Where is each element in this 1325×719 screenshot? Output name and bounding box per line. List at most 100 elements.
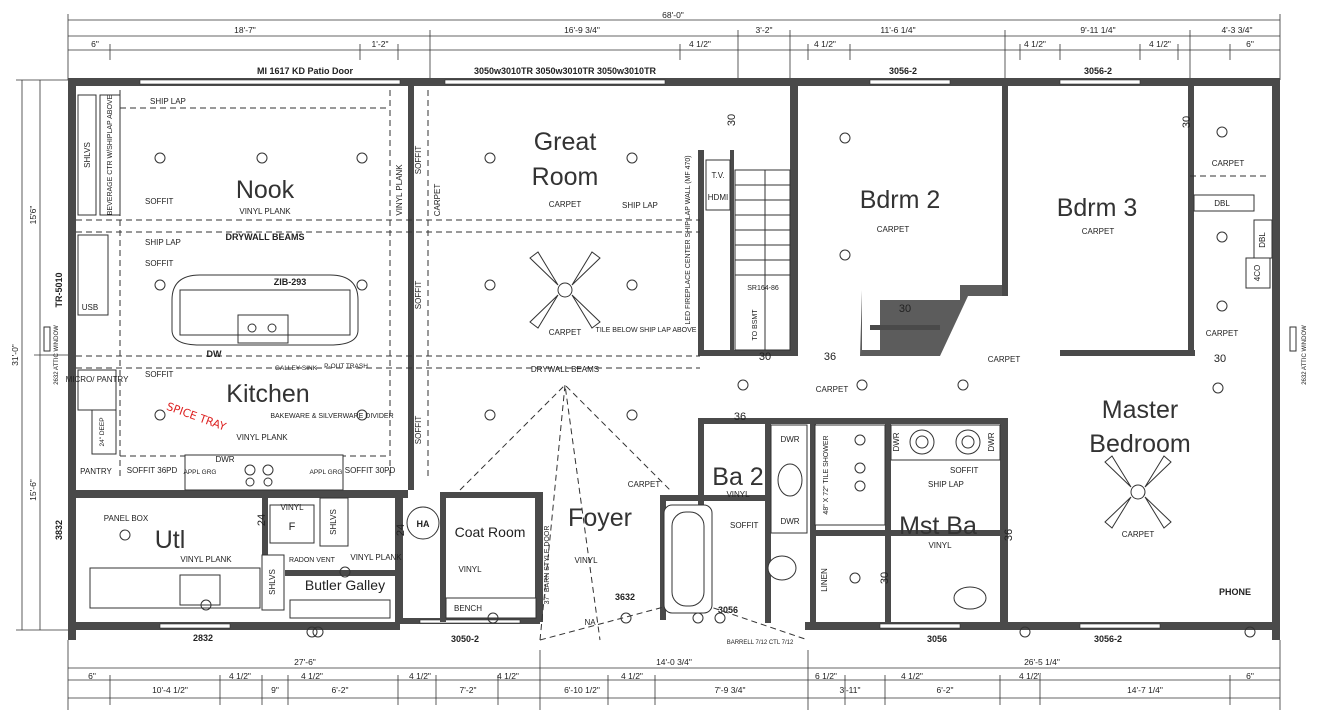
soffit-30-label: SOFFIT 30PD xyxy=(345,466,396,475)
shelves-label: SHLVS xyxy=(83,142,92,168)
utility-fixtures: PANEL BOX 24 F VINYL SHLVS SHLVS RADON V… xyxy=(89,497,551,619)
ceiling-light-icon xyxy=(356,409,368,421)
drywall-beams-1: DRYWALL BEAMS xyxy=(225,232,304,242)
dim-top-s2: 1'-2" xyxy=(372,39,389,49)
dim-top-5: 9'-11 1/4" xyxy=(1080,25,1115,35)
ship-lap-3: SHIP LAP xyxy=(622,201,658,210)
nook-floor: VINYL PLANK xyxy=(239,207,291,216)
soffit-mst: SOFFIT xyxy=(950,466,979,475)
deep-label: 24" DEEP xyxy=(99,417,106,446)
bdrm2-window-label: 3056-2 xyxy=(889,66,917,76)
room-labels: Nook Great Room Bdrm 2 Bdrm 3 Kitchen Ma… xyxy=(155,128,1191,593)
kitchen-floor: VINYL PLANK xyxy=(236,433,288,442)
ceiling-light-icon xyxy=(839,249,851,261)
ceiling-light-icon xyxy=(154,409,166,421)
dim-bottom-c7: 4 1/2" xyxy=(409,671,431,681)
dim-bottom-c11: 4 1/2" xyxy=(621,671,643,681)
door-36-a: 36 xyxy=(824,351,836,363)
bath-window-label: 3056 xyxy=(718,605,738,615)
room-master-1: Master xyxy=(1102,396,1178,424)
dbl-label: DBL xyxy=(1214,199,1230,208)
great-room-fixtures: T.V. HDMI LED FIREPLACE CENTER SHIP LAP … xyxy=(529,114,836,363)
galley-sink-label: GALLEY SINK xyxy=(275,365,318,372)
stair-label: SR164-86 xyxy=(747,285,779,292)
room-ba2: Ba 2 xyxy=(712,463,763,491)
room-bdrm2: Bdrm 2 xyxy=(860,186,941,214)
ceiling-light-icon xyxy=(356,152,368,164)
ha-label: HA xyxy=(417,519,430,529)
dim-bottom-c19: 6" xyxy=(1246,671,1254,681)
bakeware-label: BAKEWARE & SILVERWARE DIVIDER xyxy=(270,413,393,420)
ceiling-light-icon xyxy=(339,566,351,578)
dim-top-s6: 4 1/2" xyxy=(1149,39,1171,49)
ceiling-light-icon xyxy=(484,152,496,164)
barn-door-label: 37" BARN STYLE DOOR xyxy=(544,526,551,605)
dim-bottom-c15: 4 1/2" xyxy=(901,671,923,681)
panel-box-label: PANEL BOX xyxy=(104,514,149,523)
ceiling-fan-great-room xyxy=(529,251,601,329)
vinyl-plank-vert: VINYL PLANK xyxy=(395,164,404,216)
great-room-floor-2: CARPET xyxy=(549,328,582,337)
left-door-label: TR-5010 xyxy=(54,272,64,307)
dwr-mst-right: DWR xyxy=(987,432,996,451)
ceiling-light-icon xyxy=(154,152,166,164)
dim-bottom-c14: 3'-11" xyxy=(839,685,860,695)
room-kitchen: Kitchen xyxy=(226,380,309,408)
hall-floor: CARPET xyxy=(816,385,849,394)
soffit-36-label: SOFFIT 36PD xyxy=(127,466,178,475)
ship-lap-1: SHIP LAP xyxy=(150,97,186,106)
room-mst-ba: Mst Ba xyxy=(899,512,977,540)
great-room-windows-label: 3050w3010TR 3050w3010TR 3050w3010TR xyxy=(474,66,657,76)
left-lower-dim: 15'-6" xyxy=(28,479,38,501)
dim-top-s4: 4 1/2" xyxy=(814,39,836,49)
dim-top-s3: 4 1/2" xyxy=(689,39,711,49)
shelves-utl: SHLVS xyxy=(329,509,338,535)
door-36-mst: 36 xyxy=(1003,529,1015,541)
room-coat: Coat Room xyxy=(455,524,526,540)
room-bdrm3: Bdrm 3 xyxy=(1057,194,1138,222)
shelves-butler: SHLVS xyxy=(268,569,277,595)
room-great-room-1: Great xyxy=(534,128,597,156)
ceiling-light-icon xyxy=(626,409,638,421)
ceiling-light-icon xyxy=(854,480,866,492)
tile-shower-label: 48" X 72" TILE SHOWER xyxy=(823,435,830,514)
mst-ba-window-label: 3056 xyxy=(927,634,947,644)
soffit-6: SOFFIT xyxy=(414,416,423,445)
dwr-ba2-top: DWR xyxy=(780,435,799,444)
ceiling-light-icon xyxy=(256,152,268,164)
ceiling-light-icon xyxy=(1216,126,1228,138)
ceiling-light-icon xyxy=(1216,300,1228,312)
furnace-label: F xyxy=(289,521,296,533)
ship-lap-mst: SHIP LAP xyxy=(928,480,964,489)
bedroom-fixtures: 30 30 CARPET DBL DBL 4CO CARPET 30 PHONE xyxy=(899,116,1273,597)
ceiling-light-icon xyxy=(839,132,851,144)
door-24-coat: 24 xyxy=(395,524,407,536)
carpet-vert: CARPET xyxy=(433,184,442,217)
dim-top-2: 16'-9 3/4" xyxy=(564,25,600,35)
dim-bottom-c3: 4 1/2" xyxy=(229,671,251,681)
soffit-1: SOFFIT xyxy=(145,197,174,206)
door-24-utl: 24 xyxy=(256,514,268,526)
left-window-label: 3832 xyxy=(54,520,64,540)
ba2-floor: VINYL xyxy=(726,490,750,499)
dim-top-s7: 6" xyxy=(1246,39,1254,49)
ship-lap-2: SHIP LAP xyxy=(145,238,181,247)
barrel-label: BARRELL 7/12 CTL 7/12 xyxy=(727,640,794,646)
room-great-room-2: Room xyxy=(532,163,599,191)
tv-label: T.V. xyxy=(711,171,724,180)
vinyl-utl: VINYL xyxy=(280,503,304,512)
staircase: SR164-86 TO BSMT xyxy=(734,169,791,351)
4co-label: 4CO xyxy=(1253,265,1262,281)
utl-window-label: 2832 xyxy=(193,633,213,643)
great-room-floor: CARPET xyxy=(549,200,582,209)
ceiling-light-icon xyxy=(626,152,638,164)
room-foyer: Foyer xyxy=(568,504,632,532)
utl-floor: VINYL PLANK xyxy=(180,555,232,564)
pout-trash-label: P-OUT TRASH xyxy=(324,363,368,370)
dim-bottom-c9: 4 1/2" xyxy=(497,671,519,681)
linen-label: LINEN xyxy=(820,568,829,592)
kitchen-fixtures: SHLVS BEVERAGE CTR W/SHIPLAP ABOVE USB Z… xyxy=(66,94,396,491)
dim-bottom-c2: 10'-4 1/2" xyxy=(152,685,188,695)
ceiling-light-icon xyxy=(856,379,868,391)
na-label: NA xyxy=(584,618,596,627)
